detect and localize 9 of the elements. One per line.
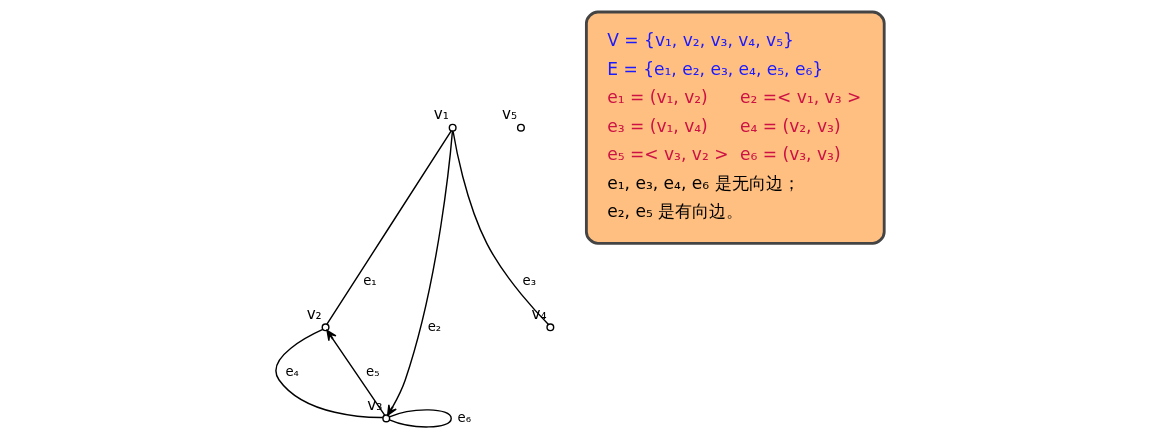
- edge-label: e₆: [457, 409, 471, 425]
- edge-label: e₅: [365, 364, 380, 380]
- node-label: v₁: [433, 105, 449, 124]
- edge-label: e₁: [362, 273, 377, 289]
- node-label: v₅: [501, 105, 517, 124]
- edge-label: e₃: [522, 273, 536, 289]
- edge-label: e₂: [427, 318, 441, 334]
- node-label: v₂: [306, 305, 322, 324]
- edge-label: e₄: [284, 364, 299, 380]
